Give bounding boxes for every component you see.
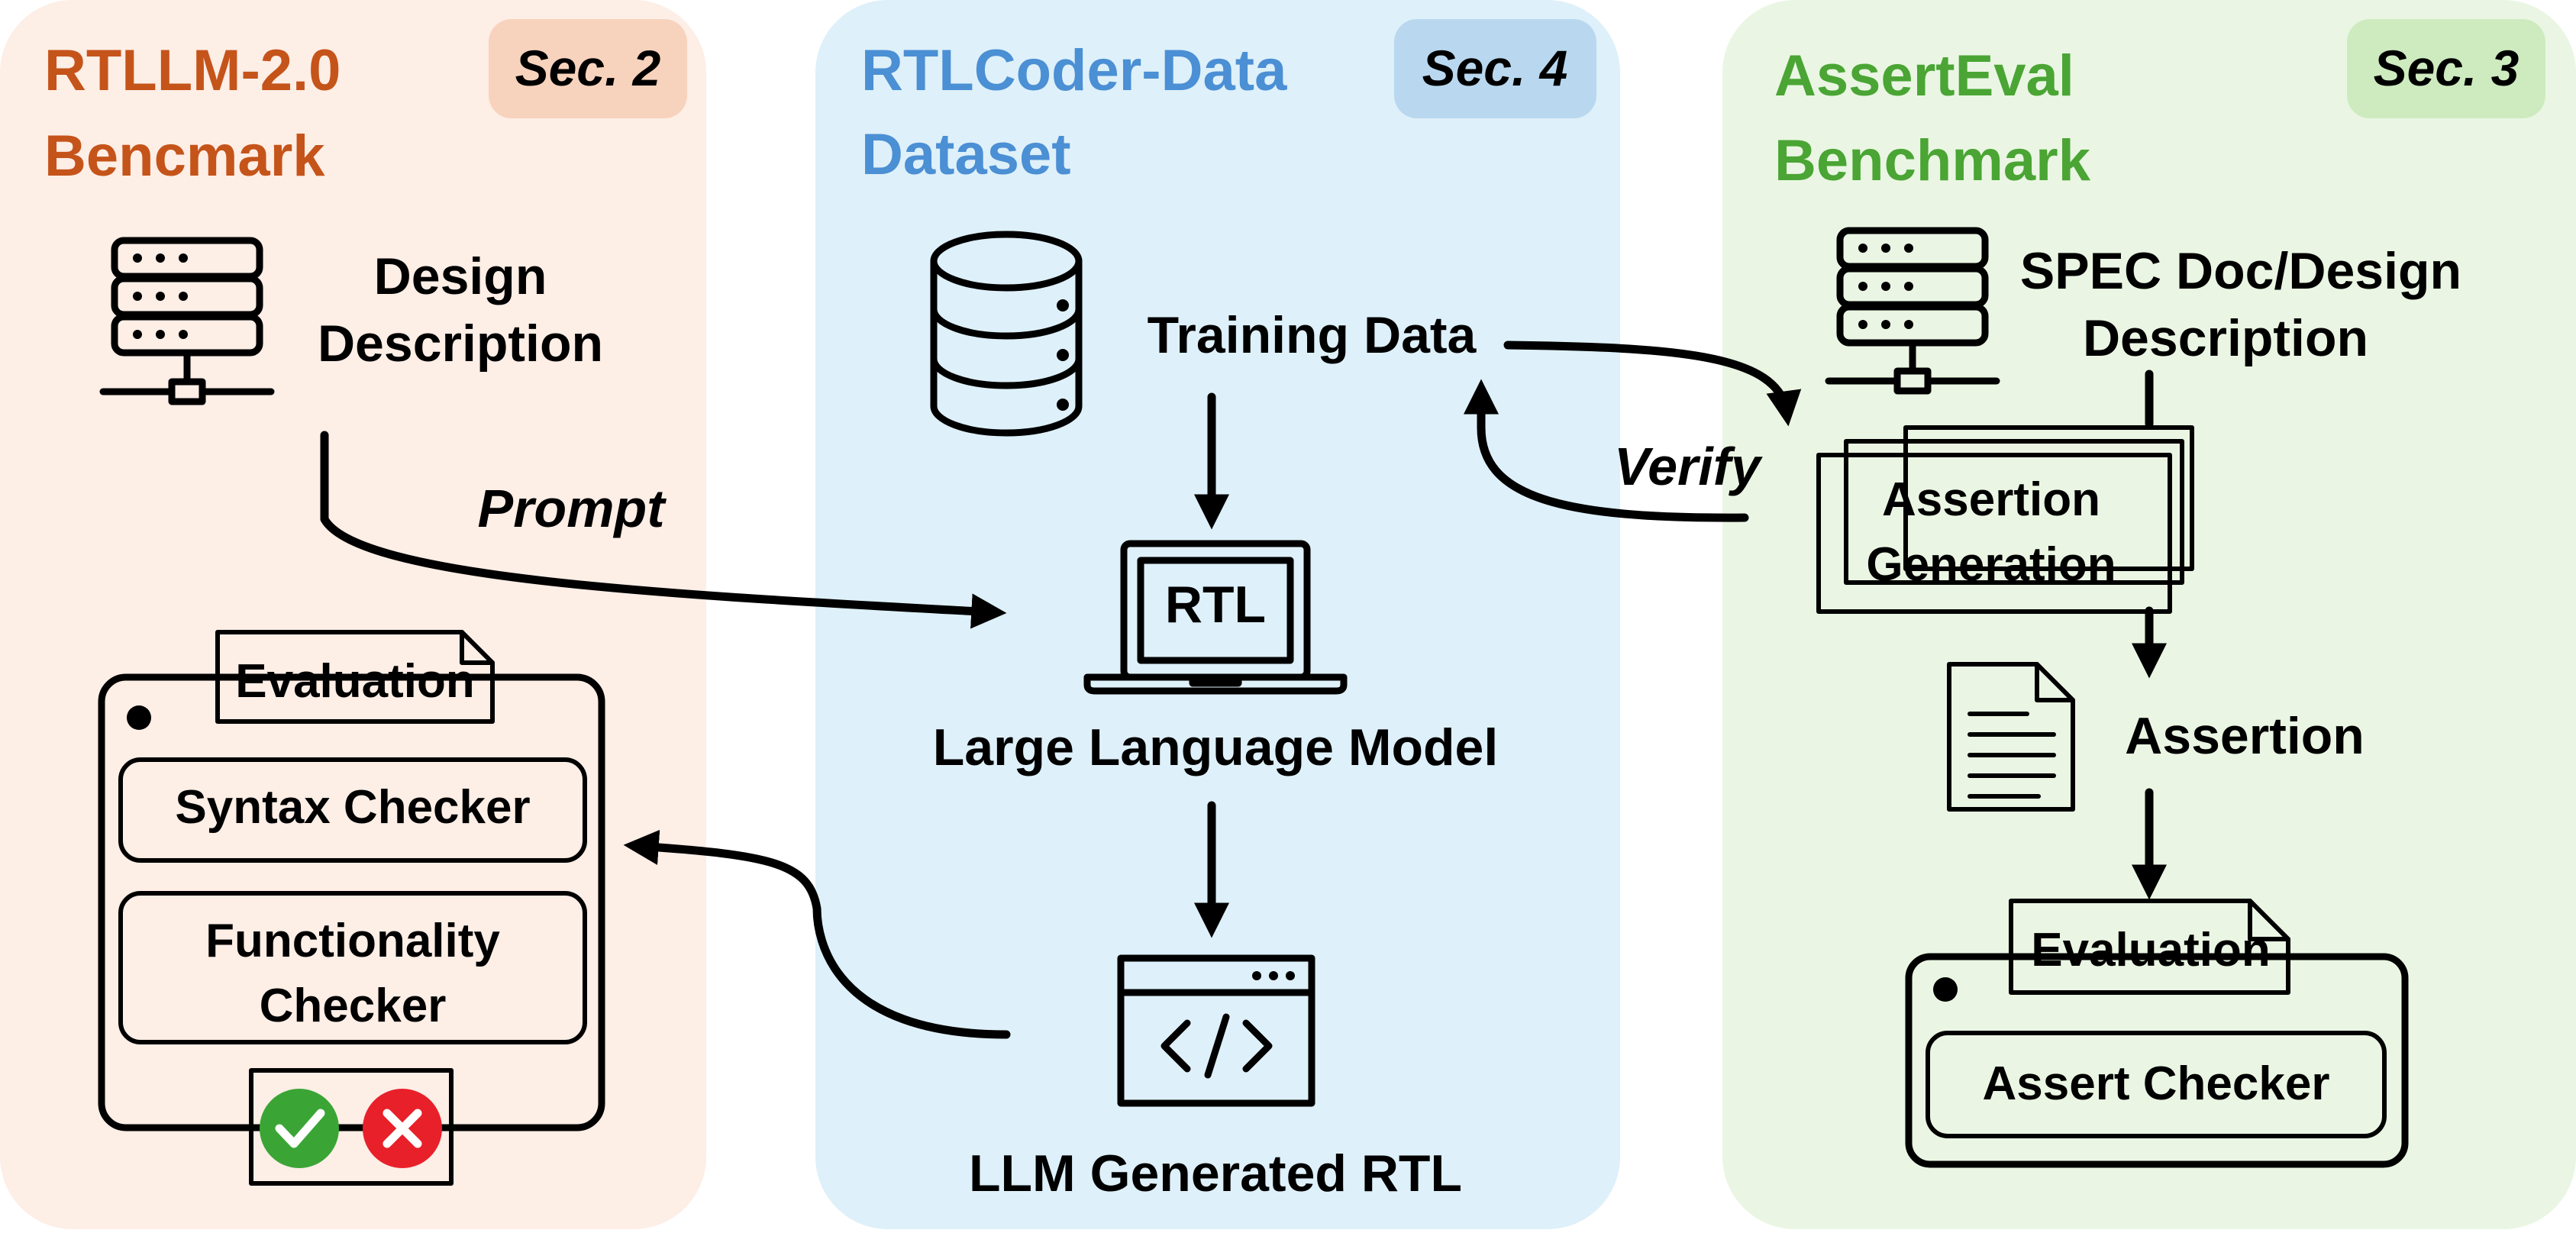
assertion-generation-line2: Generation (1866, 538, 2116, 591)
rtllm-title-line2: Bencmark (44, 124, 325, 189)
document-icon (1947, 662, 2075, 812)
functionality-checker-box (118, 891, 587, 1044)
functionality-checker-line2: Checker (260, 980, 447, 1032)
rtllm-evaluation-window (98, 630, 605, 1131)
asserteval-title-line2: Benchmark (1774, 128, 2091, 193)
syntax-checker-label: Syntax Checker (175, 781, 530, 834)
spec-doc-line2: Description (2083, 309, 2368, 367)
prompt-label: Prompt (478, 479, 667, 538)
rtllm-title-line1: RTLLM-2.0 (44, 38, 341, 103)
spec-doc-line1: SPEC Doc/Design (2020, 242, 2461, 300)
code-window-icon (1117, 954, 1315, 1107)
laptop-icon (1083, 540, 1348, 695)
rtl-label: RTL (1165, 576, 1266, 634)
syntax-checker-box (118, 757, 587, 863)
assert-checker-box (1926, 1031, 2387, 1138)
sec3-badge (2347, 19, 2545, 118)
training-to-assertion-arrow (1503, 341, 1802, 427)
design-description-line2: Description (318, 315, 603, 373)
check-circle-icon (260, 1089, 339, 1168)
assertion-label: Assertion (2125, 707, 2365, 765)
design-description-line1: Design (374, 247, 547, 305)
spec-server-icon (1825, 227, 2000, 395)
rtlcoder-title-line1: RTLCoder-Data (861, 38, 1287, 103)
sec3-label: Sec. 3 (2374, 40, 2520, 96)
asserteval-evaluation-tab: Evaluation (2031, 924, 2271, 976)
generated-rtl-label: LLM Generated RTL (969, 1144, 1462, 1202)
training-data-label: Training Data (1148, 306, 1477, 364)
sec2-badge (489, 19, 687, 118)
sec4-badge (1394, 19, 1596, 118)
result-icons-box (249, 1068, 454, 1186)
rtllm-evaluation-tab: Evaluation (235, 655, 475, 708)
database-icon (930, 231, 1083, 437)
assertion-generation-stack (1816, 425, 2194, 614)
verify-arrow (1463, 379, 1749, 522)
server-icon (99, 237, 275, 405)
x-circle-icon (363, 1089, 442, 1168)
rtlcoder-title-line2: Dataset (861, 122, 1071, 187)
assert-checker-label: Assert Checker (1983, 1057, 2330, 1110)
prompt-arrow (320, 431, 1007, 629)
generated-to-evaluation-arrow (623, 829, 1011, 1039)
sec2-label: Sec. 2 (515, 40, 661, 96)
llm-label: Large Language Model (933, 718, 1499, 776)
rtllm-panel (0, 0, 706, 1229)
asserteval-title-line1: AssertEval (1774, 44, 2074, 108)
functionality-checker-line1: Functionality (205, 915, 500, 967)
assertion-generation-line1: Assertion (1882, 473, 2100, 526)
rtlcoder-panel (815, 0, 1620, 1229)
asserteval-evaluation-window (1905, 899, 2409, 1168)
sec4-label: Sec. 4 (1422, 40, 1568, 96)
verify-label: Verify (1614, 437, 1763, 496)
